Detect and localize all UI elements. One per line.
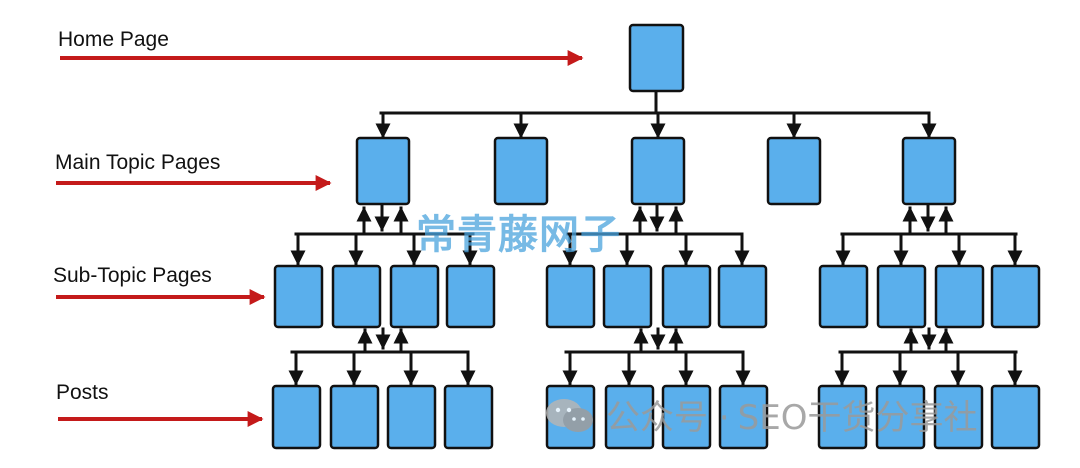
sub-topic-node-2-3 [661, 264, 712, 329]
main-topic-node-5 [901, 136, 957, 206]
sub-topic-node-3-2 [876, 264, 927, 329]
label-posts: Posts [56, 381, 109, 404]
post-node-2-2 [604, 384, 655, 450]
connectors [288, 89, 1023, 386]
post-node-3-3 [933, 384, 984, 450]
level-arrows [56, 50, 584, 427]
home-page-node [628, 23, 685, 93]
post-node-3-2 [875, 384, 926, 450]
main-topic-node-3 [630, 136, 686, 206]
label-main-topic-pages: Main Topic Pages [55, 151, 221, 174]
sub-topic-node-1-4 [445, 264, 496, 329]
main-topic-node-1 [355, 136, 411, 206]
sub-topic-node-2-4 [717, 264, 768, 329]
main-topic-node-2 [493, 136, 549, 206]
credit-name: SEO干货分享社 [737, 398, 978, 438]
post-node-1-4 [443, 384, 494, 450]
post-node-3-1 [817, 384, 868, 450]
main-topic-node-4 [766, 136, 822, 206]
sub-topic-node-2-2 [602, 264, 653, 329]
watermark-text: 常青藤网子 [416, 212, 621, 258]
source-credit: 公众号 · SEO干货分享社 [542, 390, 977, 439]
sub-topic-node-1-3 [389, 264, 440, 329]
page-nodes [271, 23, 1041, 450]
post-node-1-1 [271, 384, 322, 450]
sub-topic-node-3-3 [934, 264, 985, 329]
post-node-1-2 [329, 384, 380, 450]
wechat-icon [546, 398, 593, 432]
sub-topic-node-3-4 [990, 264, 1041, 329]
post-node-2-4 [718, 384, 769, 450]
sub-topic-node-3-1 [818, 264, 869, 329]
sub-topic-node-1-1 [273, 264, 324, 329]
post-node-1-3 [386, 384, 437, 450]
sub-topic-node-2-1 [545, 264, 596, 329]
label-sub-topic-pages: Sub-Topic Pages [53, 264, 212, 287]
post-node-2-3 [661, 384, 712, 450]
credit-prefix: 公众号 · [606, 398, 730, 438]
post-node-3-4 [990, 384, 1041, 450]
label-home-page: Home Page [58, 28, 169, 51]
sub-topic-node-1-2 [331, 264, 382, 329]
